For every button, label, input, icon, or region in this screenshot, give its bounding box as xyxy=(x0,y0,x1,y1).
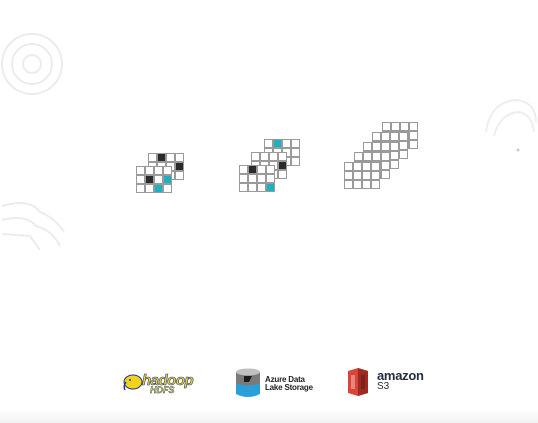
grid-cell xyxy=(371,171,380,180)
grid-cell xyxy=(136,184,145,193)
grid-cell-filled xyxy=(273,139,282,148)
grid-cell xyxy=(390,142,399,151)
grid-cell xyxy=(354,152,363,161)
grid-cell xyxy=(291,139,300,148)
partition-grids-illustration xyxy=(136,122,418,193)
amazon-wordmark: amazon xyxy=(377,368,424,383)
grid-cell xyxy=(257,174,266,183)
grid-cell xyxy=(148,153,157,162)
amazon-s3-bucket-icon xyxy=(348,368,368,396)
grid-cell xyxy=(145,184,154,193)
grid-cell xyxy=(154,175,163,184)
grid-cell xyxy=(362,180,371,189)
grid-cell xyxy=(175,153,184,162)
grid-cell xyxy=(372,152,381,161)
grid-cell xyxy=(381,142,390,151)
watermark-shape-left xyxy=(1,202,65,251)
grid-cell xyxy=(344,180,353,189)
grid-cell xyxy=(390,132,399,141)
grid-cell-filled xyxy=(157,153,166,162)
grid-cell xyxy=(251,152,260,161)
grid-cell xyxy=(266,174,275,183)
grid-cell xyxy=(391,122,400,131)
grid-cell xyxy=(166,153,175,162)
grid-cell xyxy=(399,141,408,150)
grid-cell xyxy=(264,139,273,148)
grid-cell xyxy=(248,183,257,192)
grid-cell xyxy=(278,170,287,179)
grid-cell xyxy=(239,183,248,192)
grid-cell xyxy=(390,151,399,160)
grid-cell xyxy=(136,175,145,184)
hadoop-wordmark: hadoop xyxy=(142,372,194,390)
grid-cell xyxy=(260,152,269,161)
grid-cell xyxy=(257,165,266,174)
grid-cell-filled xyxy=(248,165,257,174)
grid-cell xyxy=(353,162,362,171)
grid-cell xyxy=(382,122,391,131)
grid-cell-filled xyxy=(145,175,154,184)
grid-cell xyxy=(363,152,372,161)
grid-cell xyxy=(409,122,418,131)
grid-cell xyxy=(381,132,390,141)
grid-cell xyxy=(175,171,184,180)
grid-cell xyxy=(154,166,163,175)
grid-cell xyxy=(291,157,300,166)
grid-cell xyxy=(344,162,353,171)
grid-cell xyxy=(353,180,362,189)
grid-cell xyxy=(282,139,291,148)
grid-cell xyxy=(269,152,278,161)
grid-group-clustered xyxy=(136,153,184,193)
grid-cell-filled xyxy=(154,184,163,193)
grid-cell xyxy=(409,131,418,140)
grid-cell-filled xyxy=(266,183,275,192)
hdfs-subtitle: HDFS xyxy=(150,385,175,395)
azure-title-line2: Lake Storage xyxy=(265,383,313,392)
azure-title-line1: Azure Data xyxy=(265,375,305,384)
grid-cell xyxy=(381,152,390,161)
grid-cell xyxy=(371,180,380,189)
azure-data-lake-cylinder-icon xyxy=(236,368,260,397)
grid-cell xyxy=(371,162,380,171)
grid-cell-filled xyxy=(163,175,172,184)
grid-cell xyxy=(399,132,408,141)
grid-cell xyxy=(400,122,409,131)
grid-cell xyxy=(362,162,371,171)
grid-cell xyxy=(344,171,353,180)
grid-cell xyxy=(372,132,381,141)
grid-cell xyxy=(278,152,287,161)
watermark-globe-left xyxy=(1,33,63,95)
grid-cell xyxy=(163,184,172,193)
grid-cell-filled xyxy=(278,161,287,170)
grid-group-scattered xyxy=(239,139,300,192)
grid-cell xyxy=(136,166,145,175)
grid-cell xyxy=(239,174,248,183)
grid-cell xyxy=(239,165,248,174)
grid-cell xyxy=(372,142,381,151)
grid-cell xyxy=(363,142,372,151)
grid-cell xyxy=(291,148,300,157)
grid-cell-filled xyxy=(175,162,184,171)
amazon-s3-logo: amazon S3 xyxy=(345,366,425,398)
grid-cell xyxy=(399,150,408,159)
grid-cell xyxy=(248,174,257,183)
grid-cell xyxy=(145,166,154,175)
azure-data-lake-storage-logo: Azure Data Lake Storage xyxy=(235,367,315,399)
watermark-shape-right xyxy=(485,98,537,152)
grid-group-stacked xyxy=(344,122,418,189)
footer-band xyxy=(0,410,538,423)
hadoop-hdfs-logo: hadoop HDFS xyxy=(122,370,204,398)
grid-cell xyxy=(409,140,418,149)
grid-cell xyxy=(381,170,390,179)
grid-cell xyxy=(381,161,390,170)
s3-subtitle: S3 xyxy=(377,381,390,392)
grid-cell xyxy=(362,171,371,180)
grid-cell xyxy=(266,165,275,174)
grid-cell xyxy=(257,183,266,192)
grid-cell xyxy=(353,171,362,180)
hadoop-elephant-icon xyxy=(123,374,143,391)
grid-cell xyxy=(163,166,172,175)
grid-cell xyxy=(390,160,399,169)
